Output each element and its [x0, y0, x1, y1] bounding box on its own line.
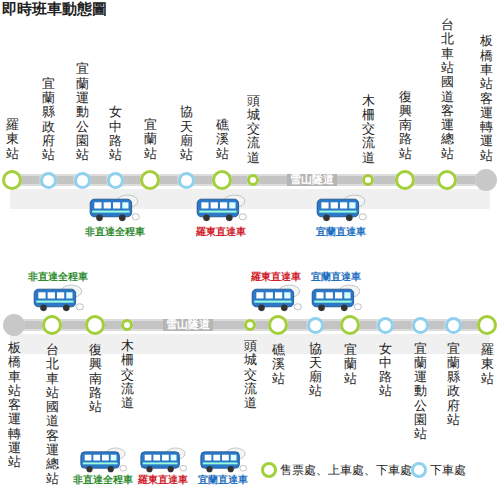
- route-segment: [394, 321, 412, 329]
- bus-label: 羅東直達車: [251, 270, 301, 284]
- dropoff-circle: 宜蘭運動公園站: [412, 317, 429, 334]
- legend-text: 非直達全程車: [73, 473, 133, 486]
- dropoff-circle: 女中路站: [377, 317, 394, 334]
- station-circle: 礁溪站: [212, 170, 232, 190]
- route-segment: [429, 321, 445, 329]
- station-circle: 台北車站國道客運總站: [42, 315, 62, 335]
- bus-icon: [317, 195, 366, 221]
- station-name: 宜蘭站: [344, 343, 357, 386]
- interchange-dot: 頭城交流道: [244, 319, 256, 331]
- legend-text: 宜蘭直達車: [198, 473, 248, 486]
- terminal-circle: 板橋車站客運轉運站: [475, 169, 497, 191]
- station-name: 礁溪站: [216, 118, 229, 161]
- bus-label: 宜蘭直達車: [311, 270, 361, 284]
- bus-label: 非直達全程車: [28, 270, 88, 284]
- route-segment: [62, 321, 85, 329]
- station-circle: 羅東站: [477, 315, 497, 335]
- route-segment: [415, 176, 437, 184]
- route-segment: [91, 176, 107, 184]
- legend-text: 下車處: [430, 462, 466, 479]
- tunnel-label: 雪山隧道: [287, 174, 337, 186]
- bus-icon: [81, 448, 127, 472]
- station-name: 宜蘭運動公園站: [414, 342, 427, 442]
- route-segment: [374, 176, 395, 184]
- dropoff-circle: 宜蘭縣政府站: [40, 172, 57, 189]
- dropoff-circle: 宜蘭縣政府站: [445, 317, 462, 334]
- station-name: 宜蘭縣政府站: [42, 77, 55, 163]
- legend-text: 羅東直達車: [138, 473, 188, 486]
- route-segment: [324, 321, 341, 329]
- route-segment: [22, 176, 40, 184]
- station-name: 女中路站: [379, 342, 392, 399]
- interchange-dot: 木柵交流道: [362, 174, 374, 186]
- station-name: 台北車站國道客運總站: [46, 343, 59, 486]
- station-name: 木柵交流道: [362, 94, 375, 165]
- route-segment: [288, 321, 307, 329]
- station-name: 協天廟站: [180, 105, 193, 162]
- route-segment: [105, 321, 121, 329]
- dropoff-circle: 協天廟站: [307, 317, 324, 334]
- station-circle: 礁溪站: [268, 315, 288, 335]
- station-circle: 台北車站國道客運總站: [437, 170, 457, 190]
- station-name: 礁溪站: [272, 343, 285, 386]
- route-segment: [160, 176, 178, 184]
- station-circle: 復興南路站: [395, 170, 415, 190]
- bus-icon: [141, 448, 187, 472]
- legend-circle: [261, 462, 277, 478]
- bus-icon: [90, 195, 139, 221]
- bus-icon: [34, 285, 83, 311]
- legend-text: 售票處、上車處、下車處: [280, 462, 412, 479]
- route-segment: [360, 321, 377, 329]
- station-name: 板橋車站客運轉運站: [480, 34, 493, 163]
- dropoff-circle: 女中路站: [107, 172, 124, 189]
- station-name: 羅東站: [481, 343, 494, 386]
- interchange-dot: 木柵交流道: [121, 319, 133, 331]
- bus-icon: [252, 285, 301, 311]
- route-segment: [457, 176, 475, 184]
- station-name: 板橋車站客運轉運站: [8, 341, 21, 470]
- dropoff-circle: 協天廟站: [178, 172, 195, 189]
- legend-circle: [411, 462, 427, 478]
- interchange-dot: 頭城交流道: [247, 174, 259, 186]
- bus-label: 羅東直達車: [196, 225, 246, 239]
- station-circle: 宜蘭站: [140, 170, 160, 190]
- route-segment: [124, 176, 141, 184]
- station-circle: 復興南路站: [85, 315, 105, 335]
- route-segment: [57, 176, 74, 184]
- bus-label: 宜蘭直達車: [316, 225, 366, 239]
- station-name: 協天廟站: [309, 342, 322, 399]
- dropoff-circle: 宜蘭運動公園站: [74, 172, 91, 189]
- station-name: 女中路站: [109, 105, 122, 162]
- station-name: 復興南路站: [89, 343, 102, 414]
- route-segment: [25, 321, 42, 329]
- bus-label: 非直達全程車: [85, 225, 145, 239]
- station-name: 宜蘭運動公園站: [76, 62, 89, 162]
- station-name: 頭城交流道: [244, 339, 257, 410]
- title: 即時班車動態圖: [2, 0, 107, 19]
- bus-icon: [201, 448, 247, 472]
- terminal-circle: 板橋車站客運轉運站: [3, 314, 25, 336]
- station-circle: 宜蘭站: [340, 315, 360, 335]
- route-segment: [462, 321, 478, 329]
- station-name: 宜蘭站: [144, 118, 157, 161]
- track-shadow: [10, 189, 490, 209]
- route-segment: [195, 176, 213, 184]
- bus-icon: [197, 195, 246, 221]
- station-name: 復興南路站: [399, 90, 412, 161]
- station-name: 宜蘭縣政府站: [447, 342, 460, 428]
- route-segment: [232, 176, 247, 184]
- station-name: 台北車站國道客運總站: [441, 18, 454, 161]
- station-name: 頭城交流道: [247, 94, 260, 165]
- tunnel-label: 雪山隧道: [163, 319, 213, 331]
- station-name: 羅東站: [6, 118, 19, 161]
- station-circle: 羅東站: [2, 170, 22, 190]
- bus-icon: [312, 285, 361, 311]
- station-name: 木柵交流道: [121, 339, 134, 410]
- route-segment: [256, 321, 268, 329]
